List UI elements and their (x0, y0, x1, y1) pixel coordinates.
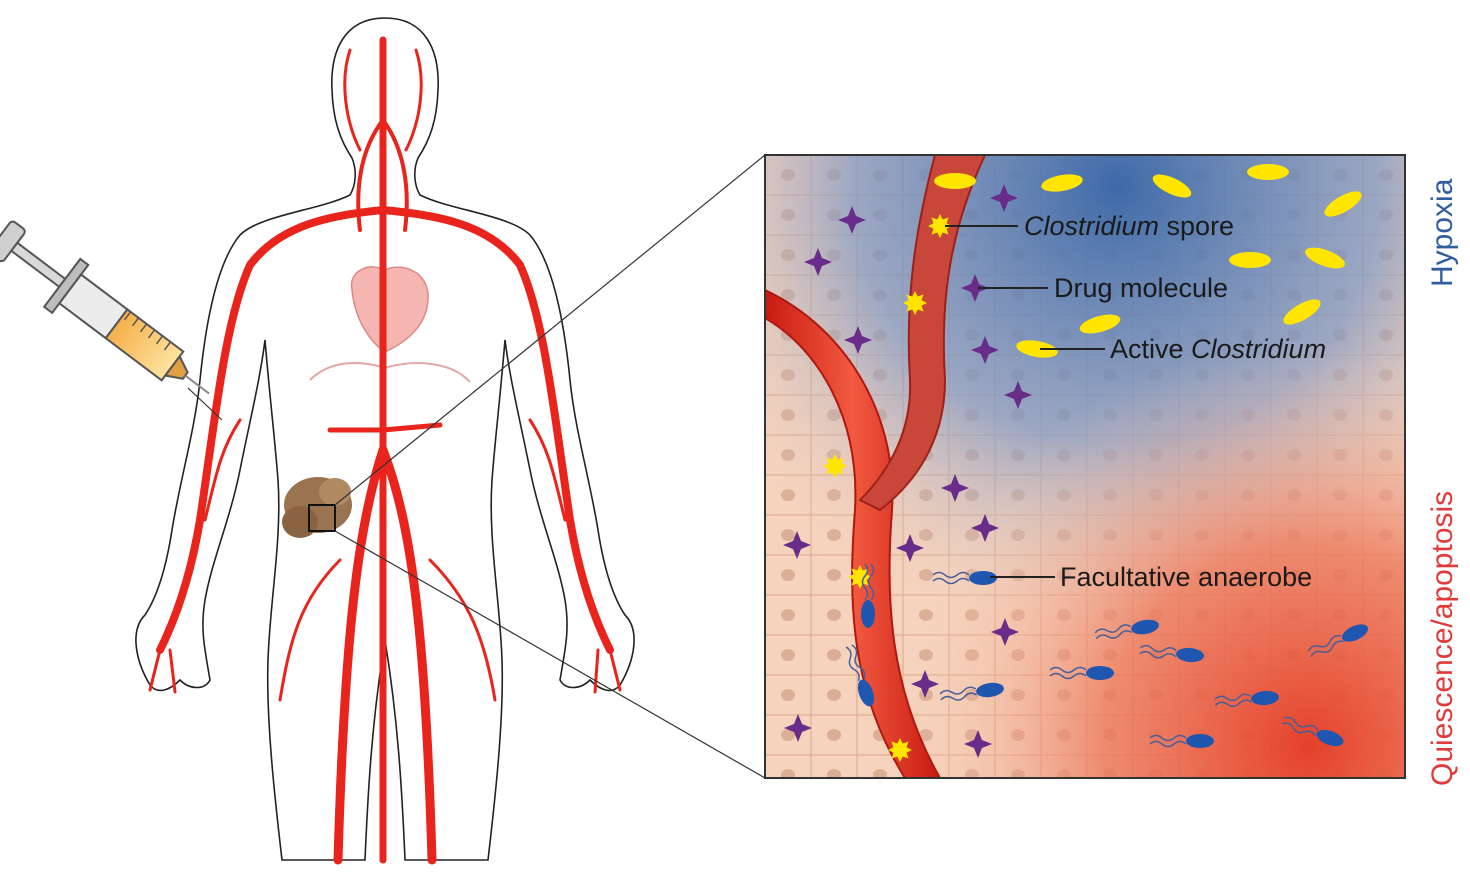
label-active-clostridium: Active Clostridium (1110, 336, 1326, 363)
side-label-hypoxia: Hypoxia (1428, 179, 1458, 287)
label-drug-molecule: Drug molecule (1054, 275, 1228, 302)
tissue-inset (765, 155, 1405, 778)
active-clostridium-icon (1229, 252, 1271, 268)
clostridium-spore-icon (848, 565, 872, 589)
label-active-italic: Clostridium (1191, 334, 1326, 364)
bacterium-body (1186, 734, 1214, 748)
label-facultative-anaerobe: Facultative anaerobe (1060, 564, 1312, 591)
active-clostridium-icon (934, 173, 976, 189)
clostridium-spore-icon (903, 291, 927, 315)
label-spore-rest: spore (1159, 211, 1234, 241)
label-active-prefix: Active (1110, 334, 1191, 364)
clostridium-spore-icon (823, 454, 847, 478)
label-clostridium-spore: Clostridium spore (1024, 213, 1234, 240)
clostridium-spore-icon (888, 738, 912, 762)
syringe-icon (0, 212, 227, 418)
bacterium-body (1086, 666, 1114, 680)
active-clostridium-icon (1247, 164, 1289, 180)
side-label-quiescence: Quiescence/apoptosis (1428, 491, 1458, 786)
bacterium-body (861, 600, 875, 628)
label-spore-italic: Clostridium (1024, 211, 1159, 241)
